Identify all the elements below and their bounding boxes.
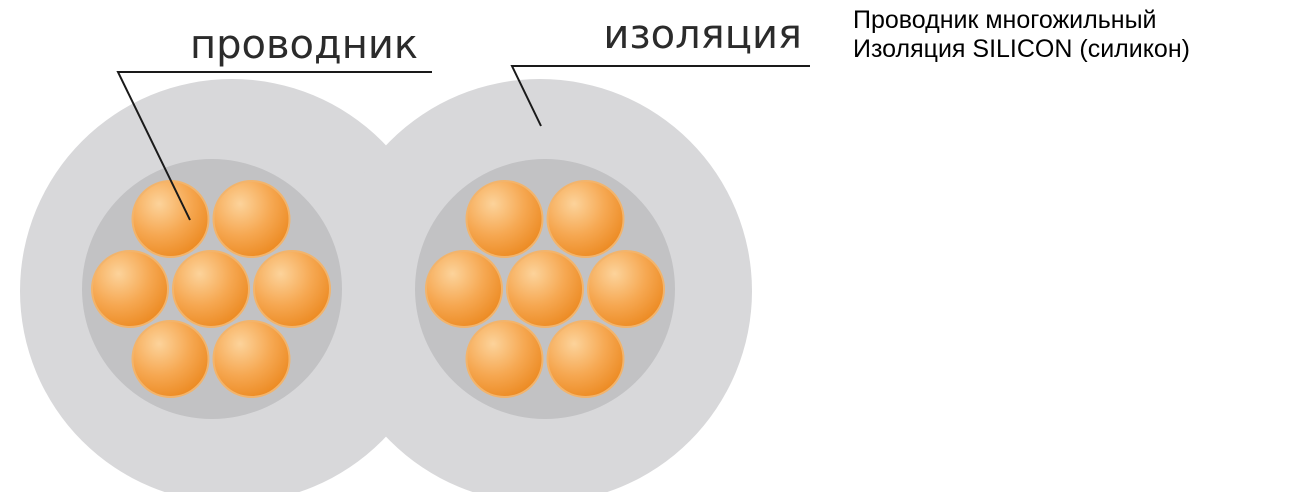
right-strand-7 (546, 320, 625, 398)
right-strand-1 (465, 180, 544, 258)
description-line-1: Проводник многожильный (853, 6, 1157, 34)
left-strand-3 (91, 250, 169, 328)
conductor-leader-line (116, 71, 432, 221)
right-strand-3 (425, 250, 503, 328)
right-strand-4 (506, 250, 584, 328)
left-strand-4 (172, 250, 250, 328)
left-core-strands (91, 180, 331, 398)
left-strand-2 (212, 180, 291, 258)
right-strand-5 (587, 250, 665, 328)
left-strand-1 (131, 180, 210, 258)
conductor-label: проводник (190, 22, 418, 68)
description-line-2: Изоляция SILICON (силикон) (853, 35, 1190, 63)
right-strand-2 (546, 180, 625, 258)
right-core-strands (425, 180, 665, 398)
insulation-leader-line (510, 65, 810, 127)
left-strand-7 (212, 320, 291, 398)
insulation-label: изоляция (603, 12, 802, 58)
cable-description: Проводник многожильный Изоляция SILICON … (853, 6, 1293, 64)
left-strand-5 (253, 250, 331, 328)
left-strand-6 (131, 320, 210, 398)
right-strand-6 (465, 320, 544, 398)
